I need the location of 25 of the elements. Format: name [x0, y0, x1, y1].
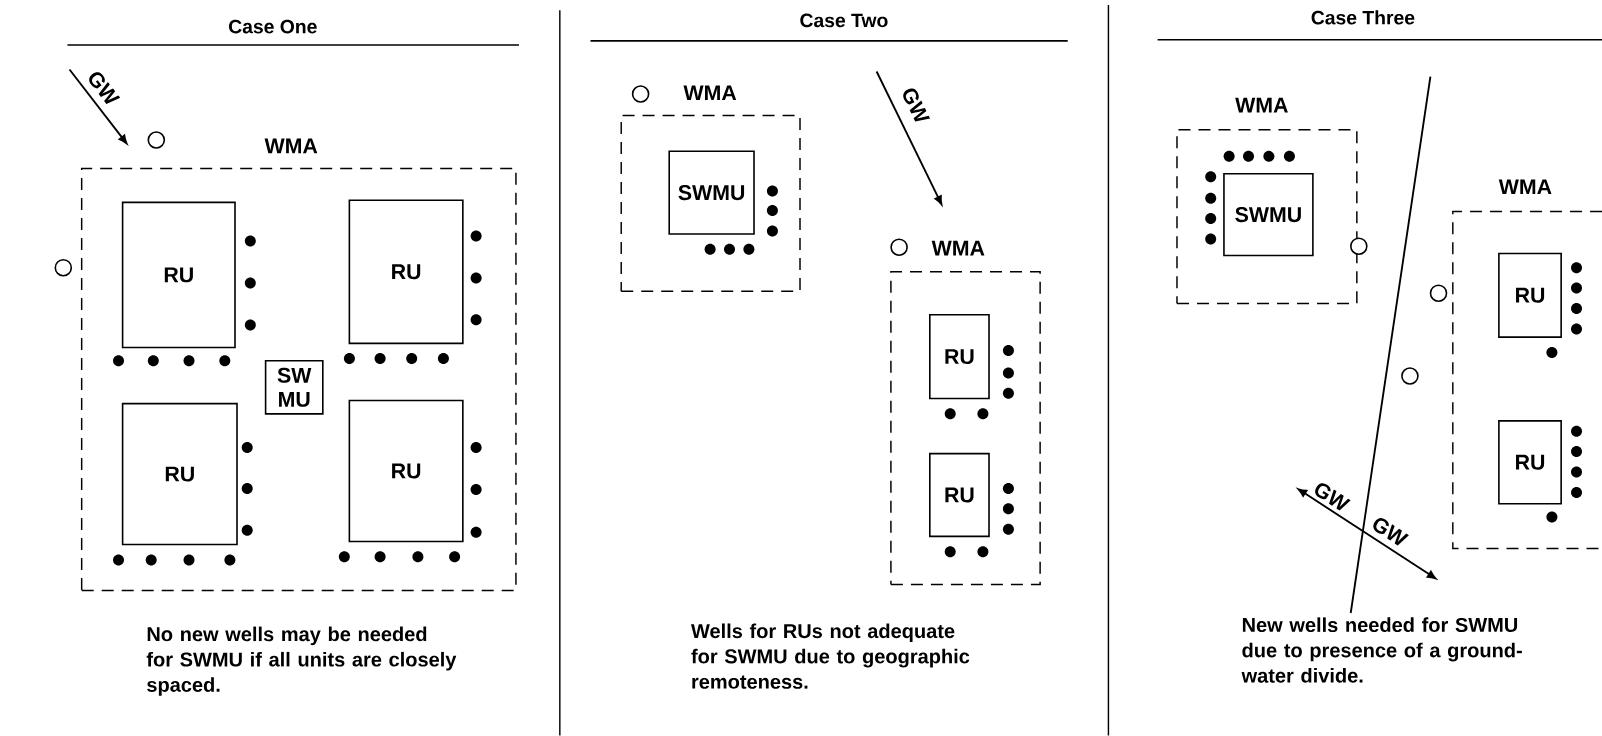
unit-box: RU	[121, 402, 238, 546]
caption: No new wells may be needed for SWMU if all units are closely spaced.	[146, 626, 457, 696]
node-label: WMA	[931, 240, 985, 256]
unit-box: RU	[929, 452, 990, 538]
arrow-label: GW	[1373, 518, 1409, 546]
unit-box: SWMU	[668, 150, 755, 235]
arrow-label: GW	[89, 72, 121, 104]
case-heading: Case One	[229, 19, 317, 34]
unit-box: RU	[348, 199, 464, 345]
unit-box: RU	[1498, 252, 1562, 338]
unit-box: RU	[929, 313, 990, 400]
case-heading: Case Three	[1311, 10, 1415, 25]
unit-box: RU	[121, 201, 236, 349]
unit-box: RU	[348, 399, 464, 543]
caption: New wells needed for SWMU due to presence of a ground-water divide.	[1241, 617, 1522, 683]
case-heading: Case Two	[800, 13, 888, 28]
arrow-label: GW	[1315, 483, 1351, 511]
node-label: WMA	[1235, 97, 1288, 113]
caption: Wells for RUs not adequate for SWMU due to geographic remoteness.	[691, 623, 970, 689]
unit-box: SW MU	[264, 359, 324, 415]
node-label: WMA	[683, 85, 737, 101]
arrow-label: GW	[903, 88, 931, 122]
unit-box: SWMU	[1223, 172, 1314, 257]
node-label: WMA	[264, 138, 318, 154]
unit-box: RU	[1498, 420, 1562, 505]
